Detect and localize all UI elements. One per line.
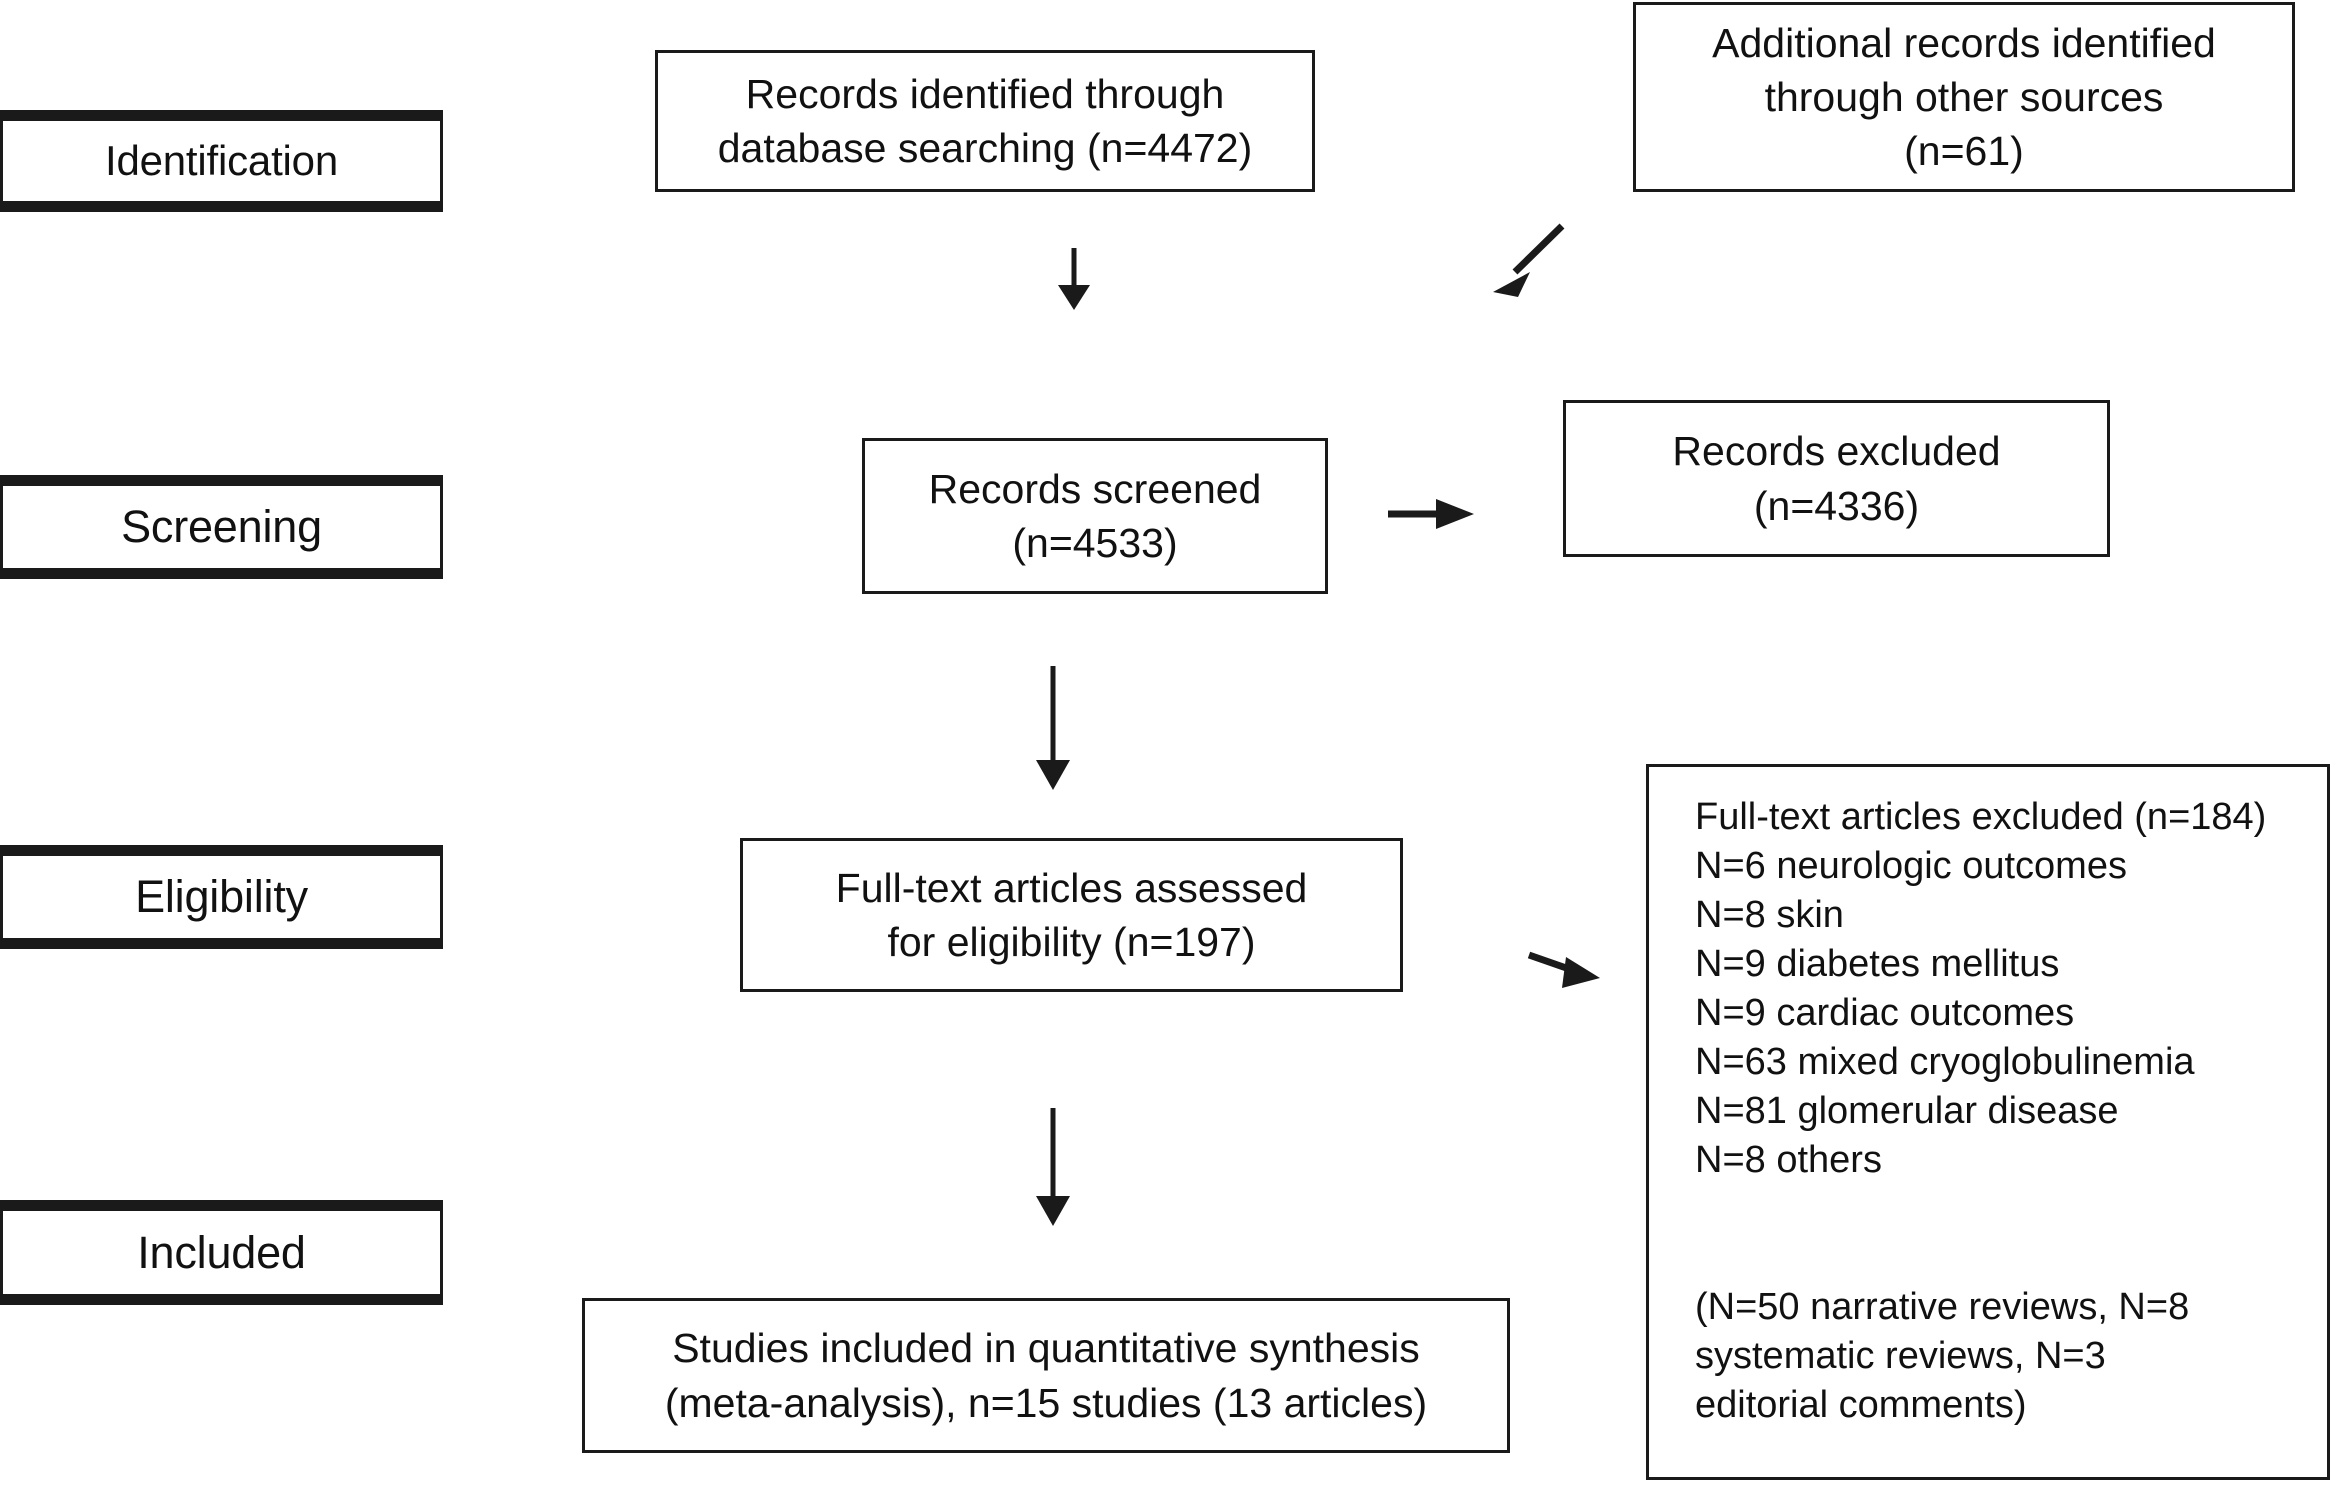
stage-box-eligibility: Eligibility bbox=[0, 845, 443, 949]
arrow-fulltext-to-included bbox=[1036, 1108, 1070, 1226]
stage-box-included: Included bbox=[0, 1200, 443, 1305]
box-records-excluded: Records excluded (n=4336) bbox=[1563, 400, 2110, 557]
box-included-synthesis-text: Studies included in quantitative synthes… bbox=[664, 1325, 1428, 1426]
box-fulltext-excluded-text: Full-text articles excluded (n=184) N=6 … bbox=[1695, 796, 2267, 1426]
arrow-database-to-screened bbox=[1058, 248, 1090, 310]
arrow-screened-to-excluded bbox=[1388, 499, 1474, 529]
stage-label-included: Included bbox=[137, 1226, 306, 1278]
stage-label-identification: Identification bbox=[104, 136, 339, 184]
arrow-screened-to-fulltext bbox=[1036, 666, 1070, 790]
box-records-excluded-text: Records excluded (n=4336) bbox=[1672, 428, 2001, 529]
box-additional-records-other-sources: Additional records identified through ot… bbox=[1633, 2, 2295, 192]
box-records-screened: Records screened (n=4533) bbox=[862, 438, 1328, 594]
stage-label-eligibility: Eligibility bbox=[135, 871, 308, 923]
arrow-other-sources-to-screened bbox=[1493, 223, 1565, 297]
arrow-fulltext-to-excluded bbox=[1527, 951, 1600, 988]
stage-label-screening: Screening bbox=[121, 501, 322, 553]
box-records-identified-database: Records identified through database sear… bbox=[655, 50, 1315, 192]
box-included-synthesis: Studies included in quantitative synthes… bbox=[582, 1298, 1510, 1453]
stage-box-screening: Screening bbox=[0, 475, 443, 579]
box-records-screened-text: Records screened (n=4533) bbox=[928, 465, 1262, 566]
box-fulltext-assessed-text: Full-text articles assessed for eligibil… bbox=[835, 864, 1308, 965]
box-fulltext-assessed: Full-text articles assessed for eligibil… bbox=[740, 838, 1403, 992]
box-additional-records-other-sources-text: Additional records identified through ot… bbox=[1712, 19, 2216, 175]
box-records-identified-database-text: Records identified through database sear… bbox=[717, 70, 1253, 171]
box-fulltext-excluded: Full-text articles excluded (n=184) N=6 … bbox=[1646, 764, 2330, 1480]
stage-box-identification: Identification bbox=[0, 110, 443, 212]
